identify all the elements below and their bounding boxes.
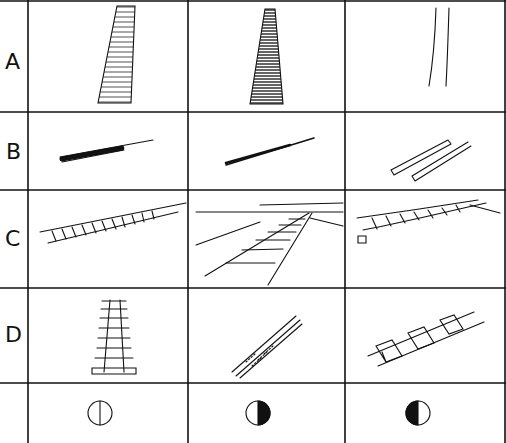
row-letter: B	[6, 141, 21, 163]
row-letter: C	[5, 228, 20, 250]
row-letter: D	[5, 324, 22, 346]
row-letter: A	[5, 51, 20, 73]
